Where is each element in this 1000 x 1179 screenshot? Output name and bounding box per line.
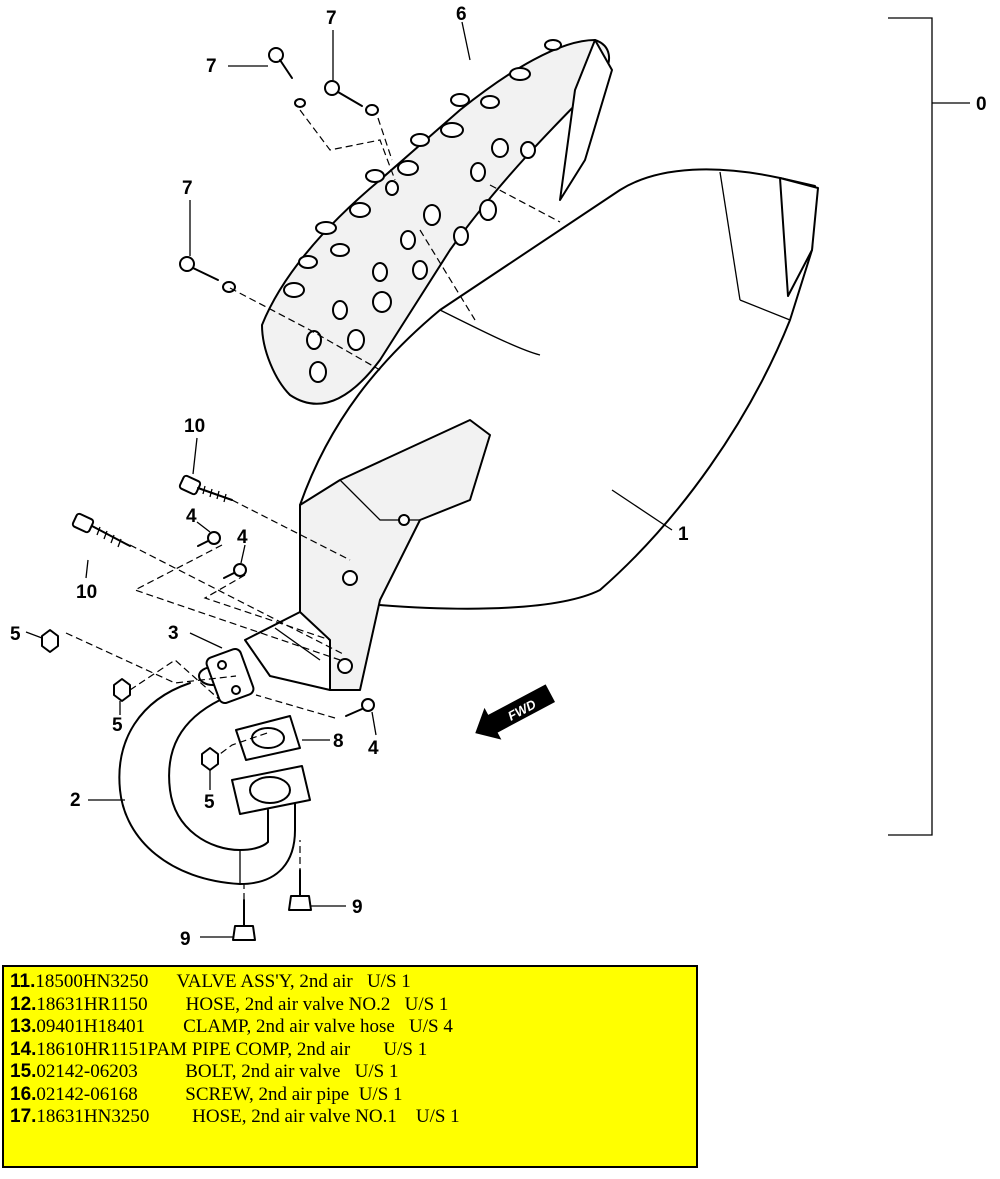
legend-part-number: 02142-06168 xyxy=(36,1083,138,1105)
bolt-9-left xyxy=(232,899,256,941)
fwd-arrow: FWD xyxy=(475,684,556,740)
callout-2: 2 xyxy=(70,790,81,811)
leader-3 xyxy=(189,632,223,649)
legend-index: 11. xyxy=(10,971,36,992)
leader-1 xyxy=(611,489,673,531)
nut-5-a xyxy=(41,629,59,653)
bolt-4-b xyxy=(223,563,247,579)
callout-4b: 4 xyxy=(237,527,248,548)
callout-0: 0 xyxy=(976,94,987,115)
legend-index: 17. xyxy=(10,1106,37,1127)
legend-row-15: 15.02142-06203 BOLT, 2nd air valve U/S 1 xyxy=(10,1061,690,1084)
leader-5a xyxy=(25,631,43,639)
legend-index: 14. xyxy=(10,1038,37,1060)
legend-description: HOSE, 2nd air valve NO.2 U/S 1 xyxy=(147,993,449,1015)
gasket-lower xyxy=(231,765,311,815)
legend-description: VALVE ASS'Y, 2nd air U/S 1 xyxy=(148,971,411,992)
assembly-bracket xyxy=(888,17,933,836)
legend-row-16: 16.02142-06168 SCREW, 2nd air pipe U/S 1 xyxy=(10,1084,690,1107)
legend-row-13: 13.09401H18401 CLAMP, 2nd air valve hose… xyxy=(10,1016,690,1039)
leader-10b xyxy=(85,559,89,579)
screw-7-top-left xyxy=(268,47,306,108)
shield-holes xyxy=(283,39,562,383)
callout-1: 1 xyxy=(678,524,689,545)
callout-9b: 9 xyxy=(180,929,191,950)
callout-7c: 7 xyxy=(182,178,193,199)
screw-7-left xyxy=(179,256,236,293)
bolt-10-lower xyxy=(71,512,131,548)
legend-part-number: 18631HR1150 xyxy=(36,993,148,1015)
pipe-flange xyxy=(205,647,255,705)
callout-3: 3 xyxy=(168,623,179,644)
heat-shield xyxy=(261,39,613,405)
callout-7a: 7 xyxy=(206,56,217,77)
callout-4c: 4 xyxy=(368,738,379,759)
leader-4a xyxy=(196,521,211,533)
legend-row-17: 17.18631HN3250 HOSE, 2nd air valve NO.1 … xyxy=(10,1106,690,1129)
exploded-diagram: FWD 0 1 2 3 4 4 4 5 5 5 6 7 7 7 8 9 9 10… xyxy=(10,4,987,950)
callout-6: 6 xyxy=(456,4,467,25)
legend-part-number: 18500HN3250 xyxy=(35,971,149,992)
callout-5b: 5 xyxy=(112,715,123,736)
legend-description: PIPE COMP, 2nd air U/S 1 xyxy=(187,1038,428,1060)
callout-4a: 4 xyxy=(186,506,197,527)
callout-5a: 5 xyxy=(10,624,21,645)
callout-5c: 5 xyxy=(204,792,215,813)
bolt-4-c xyxy=(345,698,375,717)
legend-index: 15. xyxy=(10,1061,37,1082)
legend-description: BOLT, 2nd air valve U/S 1 xyxy=(137,1061,399,1082)
callout-7b: 7 xyxy=(326,8,337,29)
muffler xyxy=(244,168,819,691)
callout-9a: 9 xyxy=(352,897,363,918)
screw-7-top xyxy=(324,80,379,116)
bolt-4-a xyxy=(197,531,221,547)
legend-part-number: 09401H18401 xyxy=(36,1016,146,1037)
legend-index: 13. xyxy=(10,1016,37,1037)
leader-6 xyxy=(461,21,471,61)
callout-8: 8 xyxy=(333,731,344,752)
legend-part-number: 18631HN3250 xyxy=(36,1106,150,1127)
legend-row-14: 14.18610HR1151PAM PIPE COMP, 2nd air U/S… xyxy=(10,1039,690,1062)
install-lines xyxy=(65,109,561,900)
legend-index: 16. xyxy=(10,1083,37,1105)
legend-row-11: 11.18500HN3250 VALVE ASS'Y, 2nd air U/S … xyxy=(10,971,690,994)
legend-index: 12. xyxy=(10,993,37,1015)
gasket-upper xyxy=(235,715,301,761)
legend-row-12: 12.18631HR1150 HOSE, 2nd air valve NO.2 … xyxy=(10,994,690,1017)
leader-10a xyxy=(192,437,198,475)
legend-description: CLAMP, 2nd air valve hose U/S 4 xyxy=(145,1016,453,1037)
legend-description: SCREW, 2nd air pipe U/S 1 xyxy=(137,1083,403,1105)
callout-10a: 10 xyxy=(184,416,205,437)
legend-description: HOSE, 2nd air valve NO.1 U/S 1 xyxy=(149,1106,460,1127)
nut-5-c xyxy=(201,747,219,771)
leader-4c xyxy=(371,711,377,736)
legend-part-number: 18610HR1151PAM xyxy=(36,1038,188,1060)
callout-10b: 10 xyxy=(76,582,97,603)
bolt-9-right xyxy=(288,869,312,911)
nut-5-b xyxy=(113,678,131,702)
parts-legend: 11.18500HN3250 VALVE ASS'Y, 2nd air U/S … xyxy=(2,965,698,1168)
legend-part-number: 02142-06203 xyxy=(36,1061,138,1082)
leader-4b xyxy=(240,544,246,564)
bolt-10-upper xyxy=(178,474,233,503)
